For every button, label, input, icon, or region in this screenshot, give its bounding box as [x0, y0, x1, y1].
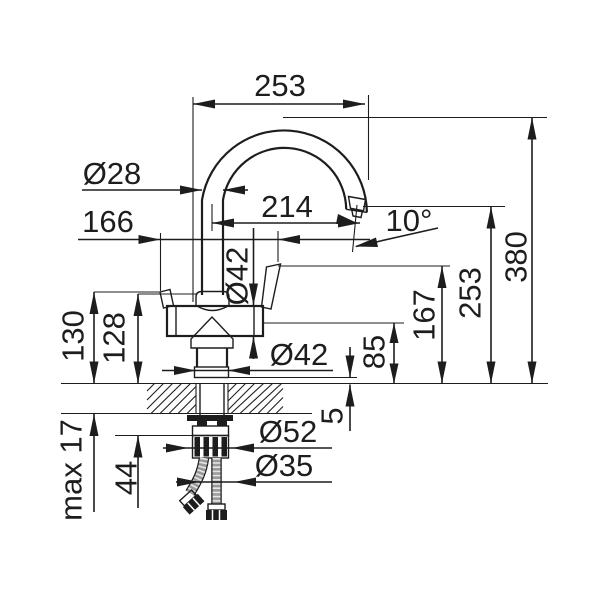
dim-under-counter-depth: 44 [109, 435, 144, 508]
dim-label-base-plate-height: 5 [315, 407, 350, 424]
dim-tube-base-height: 128 [97, 294, 143, 384]
reference-lines [94, 95, 547, 437]
base-column [193, 348, 230, 379]
dim-spout-tube-diameter: Ø28 [82, 156, 248, 195]
under-counter-assembly [178, 415, 233, 520]
left-hose-fitting [178, 488, 205, 515]
dim-body-diameter: Ø42 [220, 228, 258, 359]
tube-collar [195, 290, 230, 306]
dim-label-body-underside-height: 85 [357, 335, 392, 369]
dim-label-outlet-height: 253 [453, 267, 488, 319]
dim-max-counter-thickness: max 17 [54, 414, 99, 521]
countertop-hatch-left [146, 383, 197, 414]
mounting-collar [191, 425, 230, 437]
dim-body-underside-height: 85 [357, 323, 399, 384]
dim-label-tube-base-height: 128 [97, 312, 132, 364]
dim-base-diameter: Ø42 [162, 337, 333, 375]
dim-lever-top-height: 167 [407, 266, 447, 384]
dim-mounting-nut-diameter: Ø52 [163, 414, 332, 453]
dim-label-lever-top-height: 167 [407, 289, 442, 341]
dim-label-spout-reach: 214 [261, 189, 313, 224]
spout-outer-arc [200, 129, 368, 295]
dim-label-spout-width: 253 [254, 68, 306, 103]
dim-outlet-height: 253 [453, 206, 496, 384]
left-lever [159, 288, 175, 309]
dim-base-plate-height: 5 [315, 347, 355, 431]
supply-hoses [178, 457, 227, 520]
countertop-hatch-right [227, 383, 284, 414]
dim-outlet-angle: 10° [336, 203, 439, 248]
dim-label-total-height: 380 [499, 231, 534, 283]
dim-body-width: 166 [78, 204, 370, 244]
mounting-nut [191, 434, 230, 459]
dim-label-left-lever-height: 130 [56, 310, 91, 362]
dim-label-under-counter-depth: 44 [109, 461, 144, 495]
washer [187, 415, 233, 421]
spout-inner-arc [221, 146, 348, 295]
right-hose-nut [206, 503, 227, 520]
dim-label-max-counter-thickness: max 17 [54, 419, 89, 521]
dim-label-body-width: 166 [82, 204, 134, 239]
countertop [61, 382, 548, 415]
dim-label-base-diameter: Ø42 [270, 337, 329, 372]
dim-label-shank-diameter: Ø35 [255, 448, 314, 483]
dim-left-lever-height: 130 [56, 292, 99, 384]
dim-total-height: 380 [499, 117, 537, 384]
neck-cone [190, 315, 234, 349]
dim-label-outlet-angle: 10° [386, 203, 433, 238]
mixer-body [165, 304, 265, 338]
dim-shank-diameter: Ø35 [176, 448, 332, 487]
dim-label-mounting-nut-diameter: Ø52 [259, 414, 318, 449]
right-lever [260, 263, 282, 310]
dim-label-spout-tube-diameter: Ø28 [83, 156, 142, 191]
dim-label-body-diameter: Ø42 [220, 247, 255, 306]
faucet-outline [159, 129, 368, 415]
spout-outlet [346, 195, 368, 219]
dim-spout-width: 253 [193, 68, 365, 109]
